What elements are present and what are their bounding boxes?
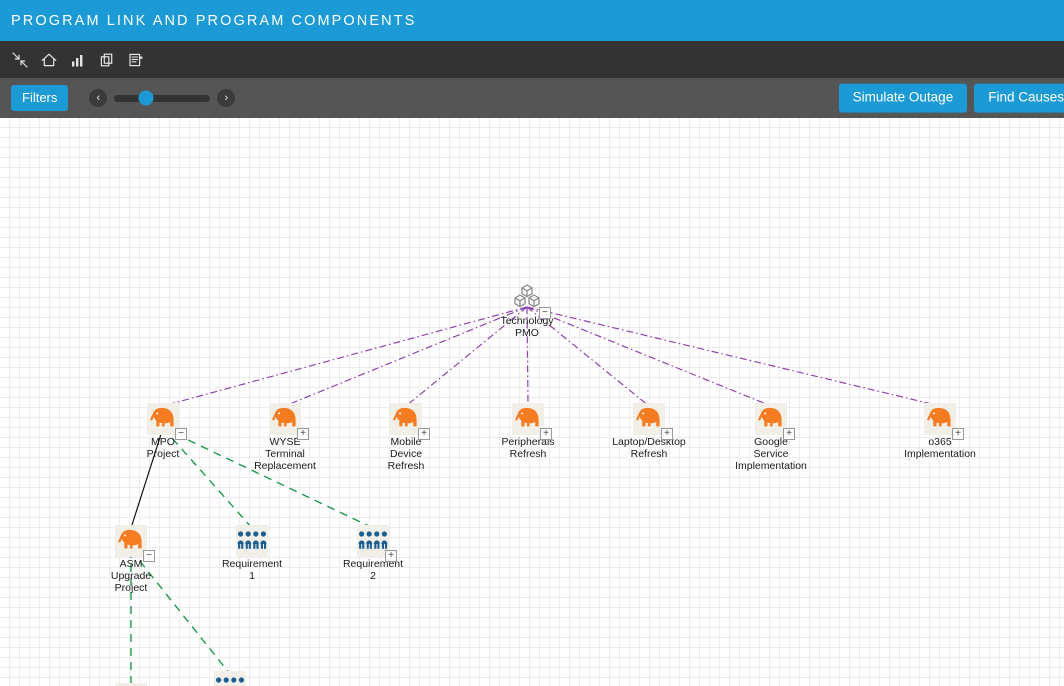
node-label: Requirement 1 [221,558,283,582]
graph-node-requirement-b[interactable]: +Requirement B [71,682,191,686]
expand-node-button[interactable]: + [661,428,673,440]
elephant-icon[interactable]: − [146,402,187,440]
node-label: Peripherals Refresh [501,436,555,460]
node-label: Technology PMO [500,315,554,339]
home-icon[interactable] [35,46,63,74]
collapse-node-button[interactable]: − [143,550,155,562]
graph-node-requirement-1[interactable]: Requirement 1 [192,524,312,583]
node-label: Requirement 2 [342,558,404,582]
node-label: o365 Implementation [904,436,976,460]
copy-icon[interactable] [93,46,121,74]
fit-to-screen-icon[interactable] [6,46,34,74]
people-group-icon[interactable]: + [213,670,247,686]
graph-node-wyse-terminal-replacement[interactable]: +WYSE Terminal Replacement [225,402,345,472]
elephant-icon[interactable]: + [754,402,795,440]
people-group-icon[interactable] [235,524,269,558]
zoom-slider-track[interactable] [114,90,211,106]
people-group-icon[interactable]: + [114,682,148,686]
bar-chart-icon[interactable] [64,46,92,74]
graph-node-google-service-implementation[interactable]: +Google Service Implementation [711,402,831,472]
graph-node-tr-route-approvals[interactable]: +TR: To be able to route approvals to al… [170,670,290,686]
collapse-node-button[interactable]: − [175,428,187,440]
graph-node-peripherals-refresh[interactable]: +Peripherals Refresh [468,402,588,461]
graph-node-mpo-project[interactable]: −MPO Project [103,402,223,461]
simulate-outage-button[interactable]: Simulate Outage [838,83,968,113]
node-icon-backdrop [214,671,246,686]
zoom-slider-control: ‹ › [89,89,236,107]
find-causes-button[interactable]: Find Causes [974,83,1064,113]
graph-edge-tech-pmo-to-o365-implementation [526,306,941,407]
elephant-icon[interactable]: + [923,402,964,440]
node-icon-backdrop [115,683,147,686]
collapse-node-button[interactable]: − [539,307,551,319]
expand-node-button[interactable]: + [385,550,397,562]
graph-controls-bar: Filters ‹ › Simulate Outage Find Causes [0,78,1064,118]
zoom-slider-thumb[interactable] [138,90,154,106]
node-label: Mobile Device Refresh [387,436,425,472]
expand-node-button[interactable]: + [297,428,309,440]
node-label: Google Service Implementation [735,436,807,472]
elephant-icon[interactable]: − [114,524,155,562]
icon-toolbar [0,41,1064,78]
node-label: WYSE Terminal Replacement [254,436,316,472]
page-title: PROGRAM LINK AND PROGRAM COMPONENTS [11,12,417,29]
components-icon[interactable]: − [510,281,551,319]
expand-node-button[interactable]: + [418,428,430,440]
elephant-icon[interactable]: + [389,402,430,440]
elephant-icon[interactable]: + [511,402,552,440]
graph-node-laptop-desktop-refresh[interactable]: +Laptop/Desktop Refresh [589,402,709,461]
node-label: ASM Upgrade Project [110,558,152,594]
node-label: Laptop/Desktop Refresh [612,436,686,460]
graph-node-mobile-device-refresh[interactable]: +Mobile Device Refresh [346,402,466,472]
zoom-out-button[interactable]: ‹ [89,89,108,107]
graph-node-tech-pmo[interactable]: −Technology PMO [467,281,587,340]
people-group-icon[interactable]: + [356,524,397,562]
list-export-icon[interactable] [122,46,150,74]
expand-node-button[interactable]: + [952,428,964,440]
graph-canvas[interactable]: −Technology PMO −MPO Project +WYSE Termi… [0,118,1064,686]
expand-node-button[interactable]: + [783,428,795,440]
graph-node-requirement-2[interactable]: +Requirement 2 [313,524,433,583]
graph-node-asm-upgrade-project[interactable]: −ASM Upgrade Project [71,524,191,594]
graph-node-o365-implementation[interactable]: +o365 Implementation [880,402,1000,461]
zoom-in-button[interactable]: › [217,89,236,107]
node-label: MPO Project [146,436,180,460]
elephant-icon[interactable]: + [268,402,309,440]
filters-button[interactable]: Filters [11,84,69,112]
elephant-icon[interactable]: + [632,402,673,440]
app-title-bar: PROGRAM LINK AND PROGRAM COMPONENTS [0,0,1064,41]
action-button-group: Simulate Outage Find Causes [838,83,1064,113]
expand-node-button[interactable]: + [540,428,552,440]
